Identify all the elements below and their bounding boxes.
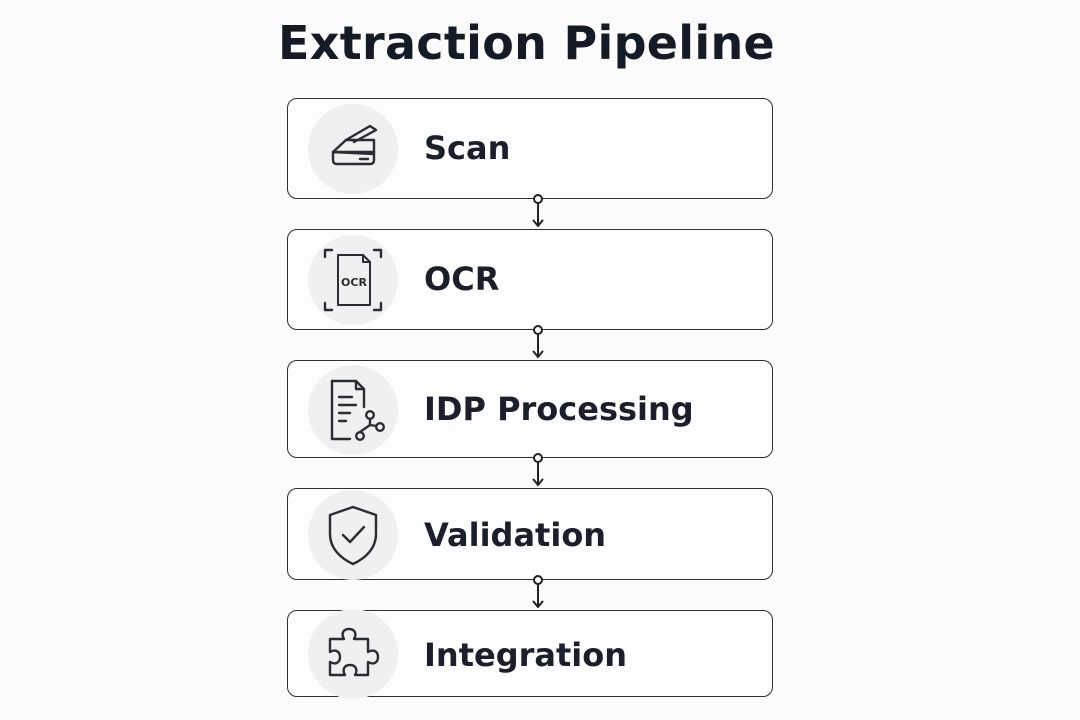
step-ocr: OCR OCR — [287, 229, 773, 330]
down-arrow-icon — [532, 575, 544, 608]
connector-arrow — [530, 452, 546, 488]
down-arrow-icon — [532, 453, 544, 486]
step-scan: Scan — [287, 98, 773, 199]
connector-arrow — [530, 193, 546, 229]
down-arrow-icon — [532, 194, 544, 227]
step-integration: Integration — [287, 609, 773, 699]
ocr-icon: OCR — [323, 248, 383, 312]
step-label: IDP Processing — [424, 390, 694, 428]
scanner-icon-badge — [308, 104, 398, 194]
ocr-icon-badge: OCR — [308, 235, 398, 325]
step-label: Scan — [424, 129, 511, 167]
step-validation: Validation — [287, 488, 773, 580]
step-label: OCR — [424, 260, 500, 298]
shield-check-icon — [328, 505, 378, 566]
puzzle-icon — [328, 627, 380, 677]
step-label: Integration — [424, 636, 627, 674]
document-network-icon-badge — [308, 365, 398, 455]
down-arrow-icon — [532, 325, 544, 358]
ocr-icon-text: OCR — [341, 276, 367, 289]
document-network-icon — [330, 379, 385, 441]
shield-check-icon-badge — [308, 490, 398, 580]
connector-arrow — [530, 324, 546, 360]
puzzle-icon-badge — [308, 609, 398, 699]
connector-arrow — [530, 574, 546, 610]
scanner-icon — [331, 124, 378, 166]
diagram-title: Extraction Pipeline — [278, 16, 775, 70]
step-idp-processing: IDP Processing — [287, 360, 773, 458]
step-label: Validation — [424, 516, 607, 554]
